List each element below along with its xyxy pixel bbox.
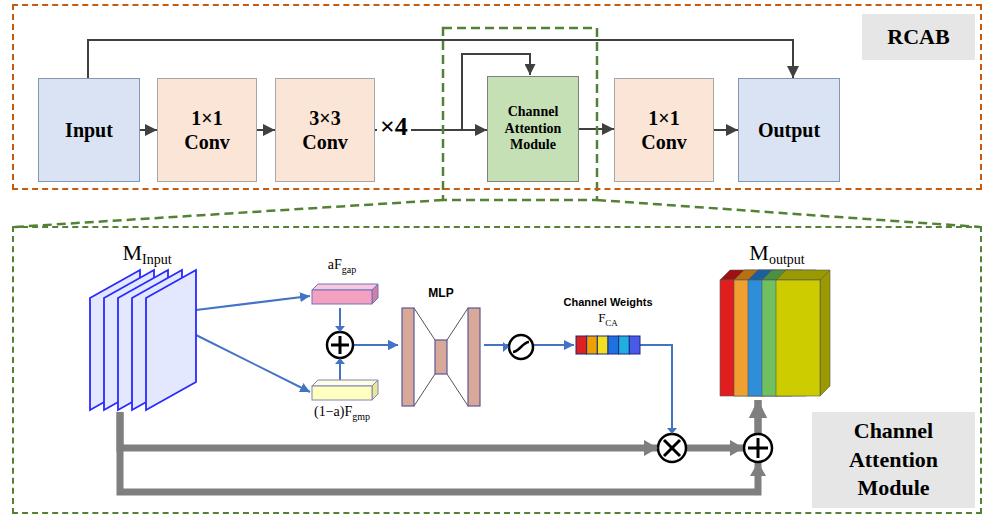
repeat-count: ×4 — [377, 112, 411, 142]
gap-vector: aFgap — [300, 256, 384, 308]
connector — [257, 129, 275, 131]
node-label: gmp — [352, 411, 370, 422]
mlp-layer — [402, 308, 414, 406]
connector — [196, 296, 310, 310]
mlp-layer — [435, 340, 447, 374]
sigmoid-symbol — [509, 335, 533, 359]
connector — [88, 40, 793, 78]
node-label: 1×1 Conv — [174, 106, 240, 154]
feature-map — [146, 270, 196, 410]
node-label: F — [598, 310, 605, 325]
node-label: aF — [328, 257, 342, 272]
node-label: M — [122, 240, 142, 265]
weight-cell — [608, 336, 619, 354]
arrow-head — [750, 462, 766, 476]
text-holder: Input — [39, 79, 139, 181]
multiply-symbol — [664, 440, 680, 456]
node-label: CA — [605, 318, 618, 328]
node-label: Input — [65, 118, 113, 142]
mlp-link — [447, 308, 468, 340]
channel-weights: Channel WeightsFCA — [556, 296, 660, 358]
text-holder: 1×1 Conv — [615, 79, 713, 181]
add-symbol — [331, 336, 349, 354]
node-label: Channel Attention Module — [493, 104, 573, 154]
weight-cell — [619, 336, 630, 354]
conv-box: 3×3 Conv — [275, 78, 375, 182]
weight-cell — [629, 336, 640, 354]
node-label: Channel Attention Module — [819, 417, 969, 503]
multiply-symbol — [658, 434, 686, 462]
node-label: Input — [142, 252, 172, 267]
add-symbol — [744, 434, 772, 462]
text-holder: (1−a)Fgmp — [300, 403, 384, 422]
text-holder: Channel Attention Module — [812, 412, 975, 508]
add-symbol — [748, 438, 768, 458]
arrow-head — [335, 358, 345, 364]
zoom-line — [14, 200, 443, 227]
node-label: gap — [342, 264, 356, 275]
weight-cell — [597, 336, 608, 354]
input-box: Input — [38, 78, 140, 182]
pooled-vector — [312, 380, 378, 386]
text-holder: MInput — [82, 240, 212, 268]
node-label: Output — [758, 118, 820, 142]
mlp-link — [447, 374, 468, 406]
text-holder: Channel Attention Module — [488, 77, 578, 181]
mlp-layer — [468, 308, 480, 406]
text-holder: Output — [739, 79, 839, 181]
add-symbol — [327, 332, 353, 358]
arrow-head — [730, 440, 744, 456]
text-holder: Channel WeightsFCA — [556, 296, 660, 328]
node-label: output — [769, 252, 805, 267]
text-holder: Moutput — [712, 240, 842, 268]
mlp-link — [414, 308, 435, 340]
weight-cell — [576, 336, 587, 354]
connector — [196, 335, 310, 392]
zoom-line — [597, 200, 980, 227]
block-frame: RCAB Input 1×1 Conv 3×3 Conv Channel Attenti… — [12, 4, 982, 190]
text-holder: 3×3 Conv — [276, 79, 374, 181]
node-label: MLP — [428, 286, 453, 300]
attention-box: Channel Attention Module — [487, 76, 579, 182]
text-holder: MLP — [398, 284, 484, 300]
node-label: 1×1 Conv — [631, 106, 697, 154]
text-holder: 1×1 Conv — [158, 79, 256, 181]
pooled-vector — [312, 284, 378, 290]
node-label: M — [749, 240, 769, 265]
arrow-head — [503, 342, 509, 352]
conv-box: 1×1 Conv — [614, 78, 714, 182]
node-label: RCAB — [887, 24, 949, 50]
node-label: (1−a)F — [314, 404, 352, 419]
arrow-head — [644, 440, 658, 456]
weight-cell — [587, 336, 598, 354]
node-label: Channel Weights — [556, 296, 660, 308]
feature-map — [820, 270, 830, 396]
sigmoid-symbol — [513, 342, 529, 352]
connector — [140, 129, 157, 131]
module-frame: Channel Attention ModuleMInputaFgap(1−a)… — [12, 226, 982, 514]
text-holder: aFgap — [300, 256, 384, 275]
pooled-vector — [372, 380, 378, 400]
pooled-vector — [372, 284, 378, 304]
connector — [714, 129, 738, 131]
mlp: MLP — [398, 282, 484, 410]
arrow-head — [667, 428, 677, 434]
node-label: 3×3 Conv — [292, 106, 358, 154]
mlp-figure — [398, 282, 484, 410]
input-feature-stack: MInput — [82, 240, 212, 412]
feature-map — [776, 280, 820, 396]
gmp-vector: (1−a)Fgmp — [300, 380, 384, 430]
arrow-head — [335, 326, 345, 332]
output-box: Output — [738, 78, 840, 182]
conv-box: 1×1 Conv — [157, 78, 257, 182]
connector — [120, 400, 758, 492]
gap-vector-figure — [300, 256, 384, 308]
output-feature-stack: Moutput — [712, 240, 842, 400]
pooled-vector — [312, 386, 372, 400]
zoom-frame — [443, 28, 597, 200]
pooled-vector — [312, 290, 372, 304]
text-holder: RCAB — [862, 14, 975, 60]
mlp-link — [414, 374, 435, 406]
